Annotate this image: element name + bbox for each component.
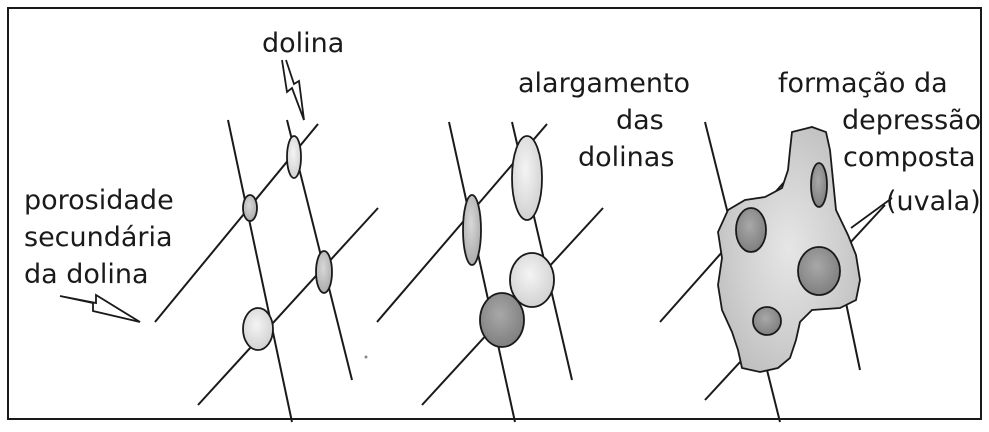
panel-enlargement-sinkholes bbox=[462, 135, 555, 348]
fracture-line bbox=[227, 119, 293, 423]
porosidade-leader-arrow bbox=[59, 293, 141, 323]
formacao-label-line4: (uvala) bbox=[886, 186, 981, 217]
uvala-depression bbox=[717, 126, 861, 373]
sinkhole bbox=[797, 246, 841, 296]
alargamento-label-line2: das bbox=[616, 105, 664, 136]
panel-uvala-sinkholes bbox=[735, 162, 841, 336]
sinkhole bbox=[286, 135, 302, 179]
panel-enlargement bbox=[376, 121, 604, 423]
sinkhole bbox=[242, 194, 258, 222]
panel-porosity-sinkholes bbox=[242, 135, 333, 351]
panel-porosity bbox=[154, 119, 379, 423]
fracture-line bbox=[448, 121, 516, 423]
sinkhole bbox=[242, 307, 274, 351]
formacao-label-line1: formação da bbox=[778, 68, 948, 99]
formacao-label-line3: composta bbox=[843, 142, 976, 173]
sinkhole bbox=[735, 207, 767, 253]
porosidade-label-line1: porosidade bbox=[24, 185, 174, 216]
sinkhole bbox=[810, 162, 828, 208]
porosidade-label-line3: da dolina bbox=[24, 259, 149, 290]
sinkhole bbox=[462, 194, 482, 266]
sinkhole bbox=[509, 252, 555, 308]
sinkhole bbox=[479, 292, 525, 348]
uvala-leader-line bbox=[850, 197, 893, 229]
dolina-label: dolina bbox=[262, 28, 344, 59]
diagram-frame bbox=[7, 7, 982, 420]
sinkhole bbox=[315, 250, 333, 294]
porosidade-label-line2: secundária bbox=[24, 222, 173, 253]
sinkhole bbox=[511, 135, 543, 221]
speck bbox=[364, 355, 368, 359]
alargamento-label-line3: dolinas bbox=[578, 142, 674, 173]
fracture-line bbox=[197, 207, 379, 406]
alargamento-label-line1: alargamento bbox=[518, 68, 690, 99]
dolina-leader-arrow bbox=[281, 59, 305, 121]
formacao-label-line2: depressão bbox=[842, 105, 981, 136]
sinkhole bbox=[752, 306, 782, 336]
